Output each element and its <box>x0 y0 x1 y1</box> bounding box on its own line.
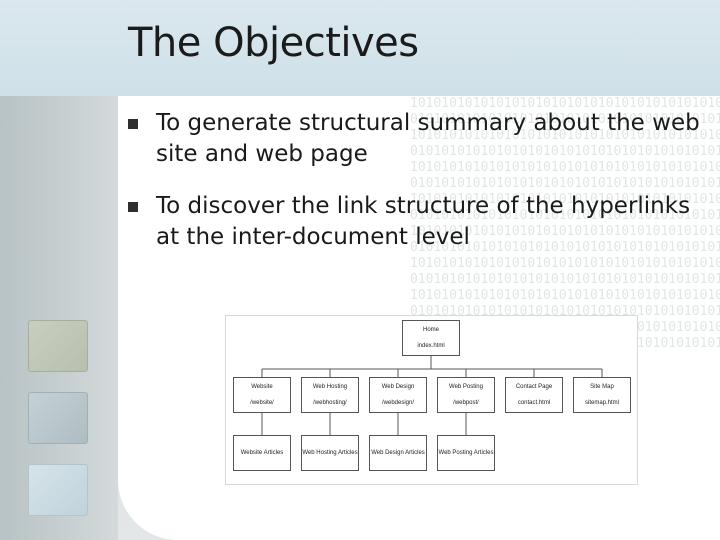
binary-background-pattern: 1010101010101010101010101010101010101010… <box>410 96 720 351</box>
slide-title: The Objectives <box>128 20 419 66</box>
decor-tile-3 <box>28 464 88 516</box>
bullet-text: To generate structural summary about the… <box>156 110 700 167</box>
node-web-hosting: Web Hosting /webhosting/ <box>301 377 359 413</box>
node-label: Web Posting Articles <box>438 450 494 456</box>
node-label: Web Design Articles <box>371 450 425 456</box>
node-path: /webpost/ <box>453 400 479 406</box>
node-path: /website/ <box>250 400 274 406</box>
node-label: Home <box>422 327 439 333</box>
bullet-square-icon <box>128 119 138 129</box>
node-web-posting-articles: Web Posting Articles <box>437 435 495 471</box>
bullet-list: To generate structural summary about the… <box>128 108 708 274</box>
node-path: index.html <box>417 343 445 349</box>
connector-lines <box>261 356 603 435</box>
node-path: sitemap.html <box>584 400 619 406</box>
bullet-item: To discover the link structure of the hy… <box>128 191 708 253</box>
node-label: Website Articles <box>240 450 284 456</box>
node-label: Website <box>251 384 273 390</box>
bullet-text: To discover the link structure of the hy… <box>156 193 691 250</box>
node-label: Web Hosting <box>312 384 348 390</box>
node-path: contact.html <box>517 400 551 406</box>
node-path: /webhosting/ <box>313 400 347 406</box>
node-web-hosting-articles: Web Hosting Articles <box>301 435 359 471</box>
node-contact-page: Contact Page contact.html <box>505 377 563 413</box>
node-label: Web Hosting Articles <box>302 450 358 456</box>
node-website-articles: Website Articles <box>233 435 291 471</box>
node-label: Site Map <box>590 384 614 390</box>
node-web-posting: Web Posting /webpost/ <box>437 377 495 413</box>
decor-tile-2 <box>28 392 88 444</box>
site-structure-diagram: Home index.html Website /website/ Web Ho… <box>225 315 638 485</box>
node-label: Contact Page <box>515 384 553 390</box>
bullet-item: To generate structural summary about the… <box>128 108 708 170</box>
node-label: Web Design <box>381 384 415 390</box>
node-path: /webdesign/ <box>381 400 415 406</box>
node-web-design: Web Design /webdesign/ <box>369 377 427 413</box>
bullet-square-icon <box>128 202 138 212</box>
node-web-design-articles: Web Design Articles <box>369 435 427 471</box>
title-band <box>0 0 720 96</box>
node-site-map: Site Map sitemap.html <box>573 377 631 413</box>
node-home: Home index.html <box>402 320 460 356</box>
node-label: Web Posting <box>449 384 483 390</box>
node-website: Website /website/ <box>233 377 291 413</box>
decor-tile-1 <box>28 320 88 372</box>
